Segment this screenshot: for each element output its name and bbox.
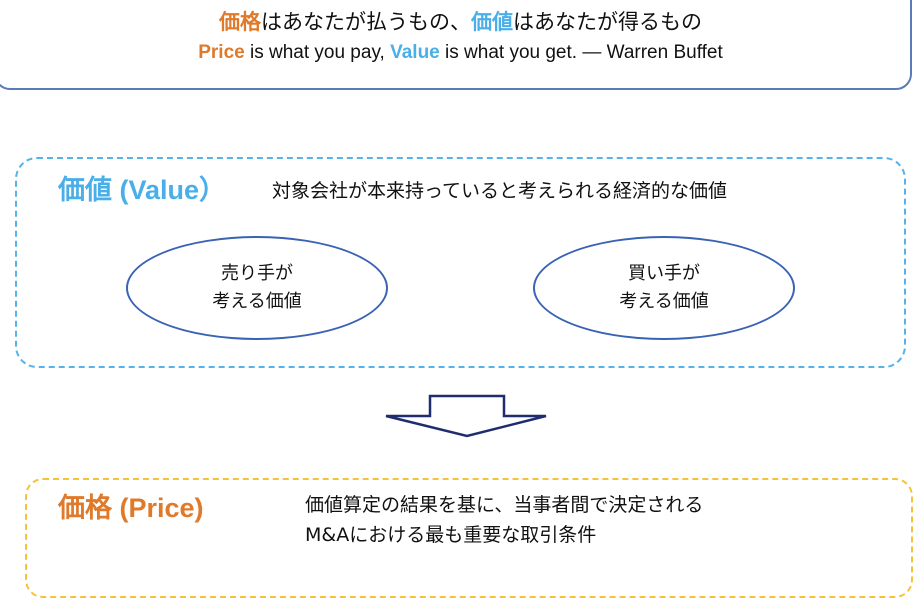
buyer-line2: 考える価値 [619, 291, 709, 312]
quote-japanese: 価格はあなたが払うもの、価値はあなたが得るもの [219, 10, 702, 34]
quote-english: Price is what you pay, Value is what you… [198, 42, 723, 63]
buyer-line1: 買い手が [628, 263, 700, 284]
price-description: 価値算定の結果を基に、当事者間で決定される M&Aにおける最も重要な取引条件 [305, 490, 703, 550]
price-title: 価格 (Price) [58, 493, 204, 523]
down-arrow-icon [385, 394, 547, 438]
value-title: 価値 (Value） [58, 175, 227, 205]
quote-box [0, 0, 912, 90]
buyer-value-ellipse: 買い手が考える価値 [533, 236, 795, 340]
seller-line1: 売り手が [221, 263, 293, 284]
seller-value-ellipse: 売り手が考える価値 [126, 236, 388, 340]
value-box [15, 157, 906, 368]
price-desc-line1: 価値算定の結果を基に、当事者間で決定される [305, 494, 704, 516]
seller-line2: 考える価値 [212, 291, 302, 312]
price-desc-line2: M&Aにおける最も重要な取引条件 [305, 524, 597, 546]
value-description: 対象会社が本来持っていると考えられる経済的な価値 [272, 180, 728, 202]
